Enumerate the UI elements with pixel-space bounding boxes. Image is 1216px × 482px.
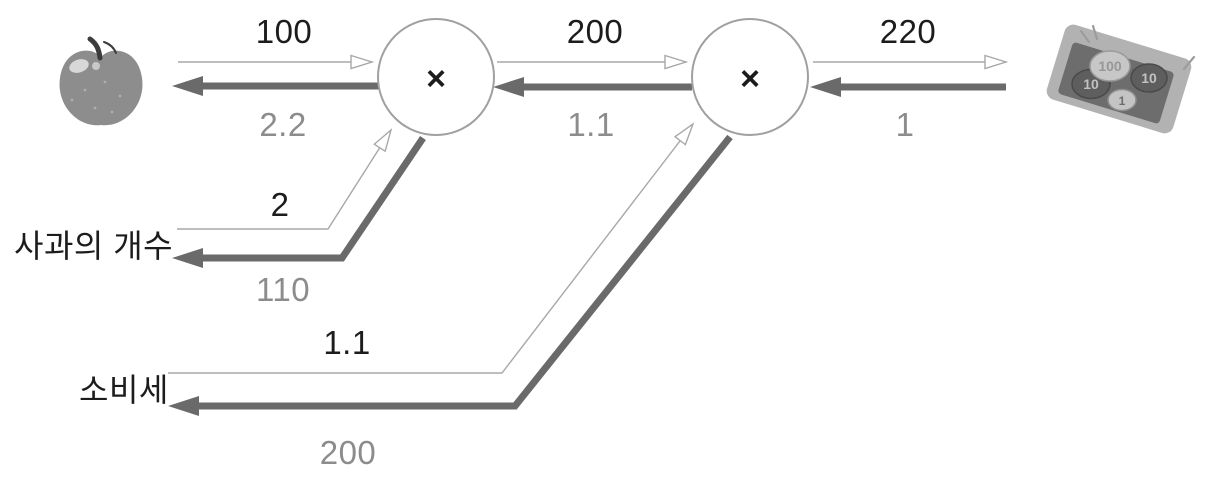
backward-value-apple-price: 2.2 (259, 106, 307, 143)
apple-highlight-dot (92, 62, 100, 70)
forward-value-total: 220 (879, 13, 937, 50)
multiply-node-2-op: × (740, 60, 760, 98)
forward-arrow-tax (168, 124, 693, 374)
apple-count-label: 사과의 개수 (14, 228, 174, 264)
coin-100 (1089, 50, 1131, 82)
backward-arrow-apple-count (172, 136, 426, 268)
forward-value-apple-subtotal: 200 (566, 13, 624, 50)
coin-1 (1107, 88, 1137, 112)
forward-arrows (168, 62, 1006, 374)
coin-10-right-label: 10 (1141, 70, 1157, 86)
coins: 10 10 100 1 (1071, 50, 1168, 112)
forward-arrow-apple-count (177, 130, 391, 230)
money-tray-inner (1058, 42, 1174, 124)
forward-value-apple-price: 100 (255, 13, 313, 50)
coin-100-label: 100 (1098, 58, 1122, 74)
apple-highlight (69, 59, 89, 73)
apple-icon (59, 36, 143, 126)
apple-stem-detail (103, 41, 117, 54)
apple-stem (87, 36, 103, 61)
backward-arrows (168, 76, 1006, 416)
forward-value-apple-count: 2 (270, 186, 290, 223)
multiply-node-1-op: × (426, 60, 446, 98)
backward-arrow-tax (168, 134, 733, 416)
coin-10-left-label: 10 (1083, 76, 1099, 92)
coin-10-right (1130, 63, 1168, 93)
money-tray-icon: 10 10 100 1 (1046, 24, 1196, 134)
backward-value-apple-count: 110 (255, 271, 311, 308)
forward-value-tax: 1.1 (323, 324, 371, 361)
backward-value-tax: 200 (319, 434, 377, 471)
multiply-node-1 (377, 18, 495, 136)
multiply-node-2 (691, 18, 809, 136)
money-tray-sparkles (1079, 24, 1196, 71)
coin-1-label: 1 (1119, 94, 1126, 108)
backward-value-total: 1 (895, 106, 915, 143)
tax-label: 소비세 (79, 372, 169, 408)
apple-body (59, 50, 143, 126)
backward-value-apple-subtotal: 1.1 (567, 106, 615, 143)
nodes: × × (377, 18, 809, 136)
apple-speckles (70, 80, 122, 114)
